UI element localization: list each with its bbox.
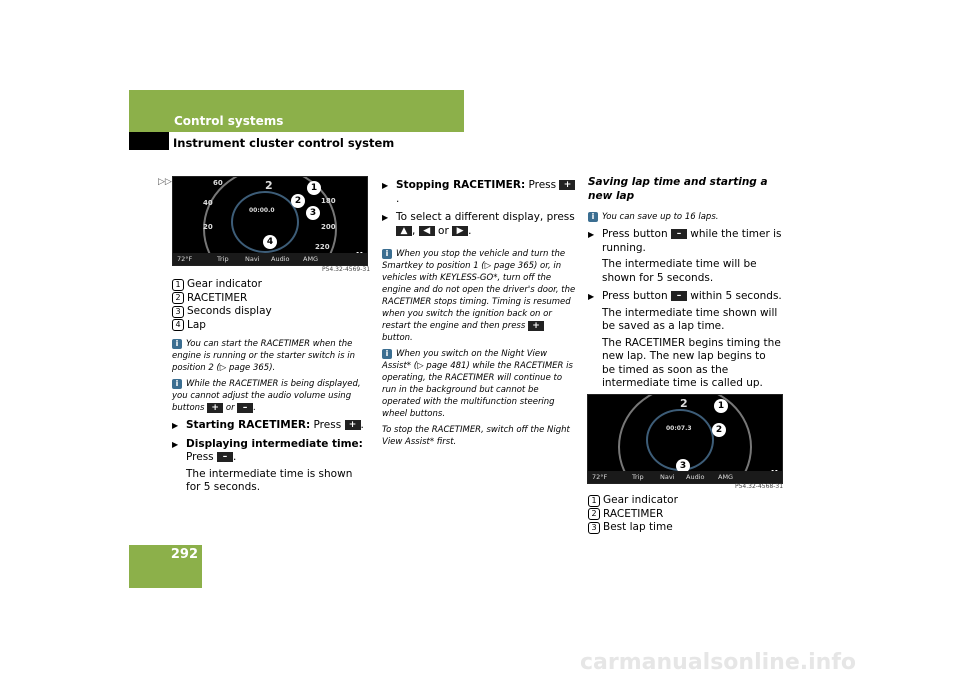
- step-save-1: ▶Press button – while the timer is runni…: [588, 228, 782, 254]
- info-icon: i: [588, 212, 598, 222]
- step-arrow-icon: ▶: [172, 439, 179, 449]
- header-band: [129, 90, 464, 132]
- watermark: carmanualsonline.info: [580, 650, 856, 675]
- column-3: Saving lap time and starting a new lap i…: [588, 176, 782, 391]
- callout-4: 4: [263, 235, 277, 249]
- timer-dial: [231, 191, 299, 253]
- plus-button-icon: +: [559, 180, 576, 190]
- minus-button-icon: –: [216, 452, 233, 462]
- step-arrow-icon: ▶: [382, 181, 389, 190]
- temperature-readout: 72°F: [592, 473, 608, 481]
- menu-amg: AMG: [303, 255, 319, 263]
- speedometer-dial: [203, 177, 337, 265]
- scale-mark: 200: [321, 223, 336, 231]
- scale-mark: 20: [203, 223, 213, 231]
- step-arrow-icon: ▶: [382, 213, 389, 222]
- info-note-continued: To stop the RACETIMER, switch off the Ni…: [382, 425, 570, 447]
- menu-trip: Trip: [217, 255, 229, 263]
- menu-bar: 72°F Trip Navi Audio AMG: [173, 253, 367, 265]
- menu-trip: Trip: [632, 473, 644, 481]
- callout-2: 2: [712, 423, 726, 437]
- instrument-cluster-figure-2: 2 00:07.3 1 2 3 M 72°F Trip Navi Audio A…: [587, 394, 783, 484]
- step-result: The intermediate time shown will be save…: [602, 306, 778, 333]
- info-icon: i: [172, 339, 182, 349]
- step-start: ▶Starting RACETIMER: Press +.: [172, 419, 364, 431]
- info-icon: i: [382, 349, 392, 359]
- menu-bar: 72°F Trip Navi Audio AMG: [588, 471, 782, 483]
- step-intermediate: ▶Displaying intermediate time:Press –.: [172, 437, 363, 464]
- up-button-icon: ▲: [396, 225, 412, 236]
- scale-mark: 40: [203, 199, 213, 207]
- callout-2: 2: [291, 194, 305, 208]
- info-icon: i: [382, 249, 392, 259]
- step-save-2: ▶Press button – within 5 seconds.: [588, 290, 782, 302]
- instrument-cluster-figure-1: 60 40 20 180 200 220 2 00:00.0 1 2 3 4 M…: [172, 176, 368, 266]
- callout-1: 1: [307, 181, 321, 195]
- page-number-band: [129, 545, 202, 588]
- step-arrow-icon: ▶: [172, 421, 179, 430]
- menu-audio: Audio: [271, 255, 290, 263]
- minus-button-icon: –: [670, 229, 687, 239]
- minus-button-icon: –: [237, 402, 254, 413]
- scale-mark: 220: [315, 243, 330, 251]
- gear-indicator: 2: [265, 179, 273, 192]
- menu-amg: AMG: [718, 473, 734, 481]
- step-arrow-icon: ▶: [588, 292, 595, 301]
- menu-navi: Navi: [660, 473, 675, 481]
- section-title: Instrument cluster control system: [173, 136, 395, 150]
- minus-button-icon: –: [670, 291, 687, 301]
- right-button-icon: ▶: [452, 225, 469, 236]
- subsection-heading: Saving lap time and starting a new lap: [588, 176, 768, 202]
- callout-3: 3: [306, 206, 320, 220]
- figure-2-reference: P54.32-4568-31: [735, 483, 784, 490]
- step-stop: ▶Stopping RACETIMER: Press +.: [382, 179, 576, 206]
- racetimer-readout: 00:00.0: [249, 207, 275, 214]
- page-number: 292: [170, 547, 198, 562]
- scale-mark: 180: [321, 197, 336, 205]
- racetimer-readout: 00:07.3: [666, 425, 692, 432]
- figure-1-reference: P54.32-4569-31: [322, 266, 371, 273]
- step-select: ▶To select a different display, press▲, …: [382, 211, 575, 237]
- chapter-title: Control systems: [174, 114, 284, 128]
- step-result: The intermediate time is shown for 5 sec…: [186, 467, 353, 494]
- scale-mark: 60: [213, 179, 223, 187]
- step-result: The intermediate time will be shown for …: [602, 258, 757, 284]
- info-icon: i: [172, 379, 182, 389]
- speedometer-dial: [618, 395, 752, 483]
- step-result: The RACETIMER begins timing the new lap.…: [602, 336, 781, 390]
- step-arrow-icon: ▶: [588, 230, 595, 239]
- continuation-marker: ▷▷: [158, 177, 172, 187]
- plus-button-icon: +: [527, 320, 544, 331]
- gear-indicator: 2: [680, 397, 688, 410]
- callout-3: 3: [676, 459, 690, 473]
- menu-navi: Navi: [245, 255, 260, 263]
- plus-button-icon: +: [344, 420, 361, 430]
- callout-1: 1: [714, 399, 728, 413]
- column-2: ▶Stopping RACETIMER: Press +. ▶To select…: [382, 174, 576, 452]
- left-button-icon: ◀: [418, 225, 435, 236]
- temperature-readout: 72°F: [177, 255, 193, 263]
- header-tab: [129, 132, 169, 150]
- plus-button-icon: +: [207, 402, 224, 413]
- menu-audio: Audio: [686, 473, 705, 481]
